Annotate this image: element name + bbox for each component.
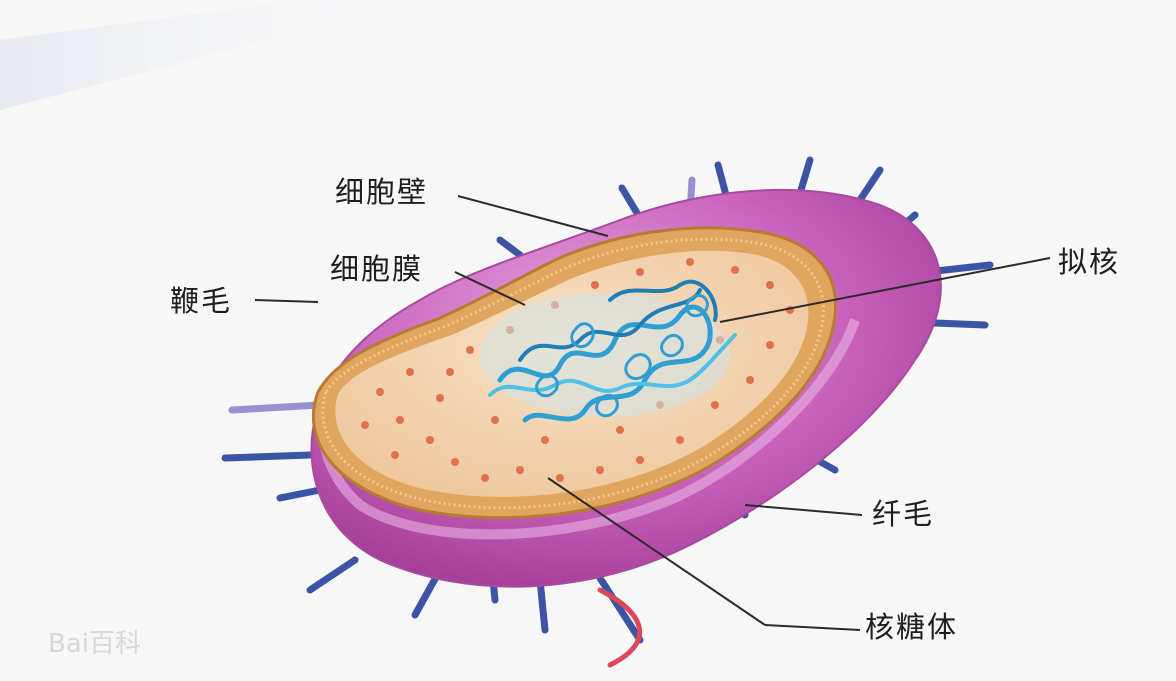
ribosome xyxy=(516,466,524,474)
ribosome xyxy=(491,416,499,424)
ribosome xyxy=(396,416,404,424)
ribosome xyxy=(361,421,369,429)
ribosome xyxy=(616,426,624,434)
ribosome xyxy=(591,281,599,289)
pilus xyxy=(540,580,545,630)
pilus xyxy=(500,240,520,255)
label-pili: 纤毛 xyxy=(872,500,934,529)
ribosome xyxy=(711,401,719,409)
ribosome xyxy=(676,436,684,444)
pilus xyxy=(232,405,320,410)
ribosome xyxy=(406,368,414,376)
ribosome xyxy=(556,474,564,482)
ribosome xyxy=(731,266,739,274)
pilus xyxy=(310,560,355,590)
ribosome xyxy=(686,258,694,266)
ribosome xyxy=(391,451,399,459)
flagellum xyxy=(609,30,791,215)
ribosome xyxy=(636,456,644,464)
ribosome xyxy=(596,466,604,474)
watermark: Bai百科 xyxy=(48,629,141,659)
pilus xyxy=(280,490,320,498)
leader-line-cell-wall xyxy=(458,196,608,236)
ribosome xyxy=(376,388,384,396)
ribosome xyxy=(746,376,754,384)
ribosome xyxy=(541,436,549,444)
label-nucleoid: 拟核 xyxy=(1058,248,1120,277)
ribosome xyxy=(426,436,434,444)
ribosome xyxy=(636,268,644,276)
label-cell-membrane: 细胞膜 xyxy=(330,255,423,284)
ribosome xyxy=(481,474,489,482)
ribosome xyxy=(446,368,454,376)
leader-line-pili xyxy=(745,505,862,515)
background-glare xyxy=(0,0,420,110)
label-ribosome: 核糖体 xyxy=(865,613,958,642)
leader-line-flagellum xyxy=(255,300,318,302)
ribosome xyxy=(766,341,774,349)
ribosome xyxy=(766,281,774,289)
ribosome xyxy=(436,394,444,402)
ribosome xyxy=(451,458,459,466)
leader-line-ribosome xyxy=(765,625,860,630)
label-cell-wall: 细胞壁 xyxy=(335,178,428,207)
label-flagellum: 鞭毛 xyxy=(170,287,232,316)
ribosome xyxy=(466,346,474,354)
pilus xyxy=(600,578,640,640)
flagellum xyxy=(15,545,405,607)
pilus xyxy=(225,455,310,458)
